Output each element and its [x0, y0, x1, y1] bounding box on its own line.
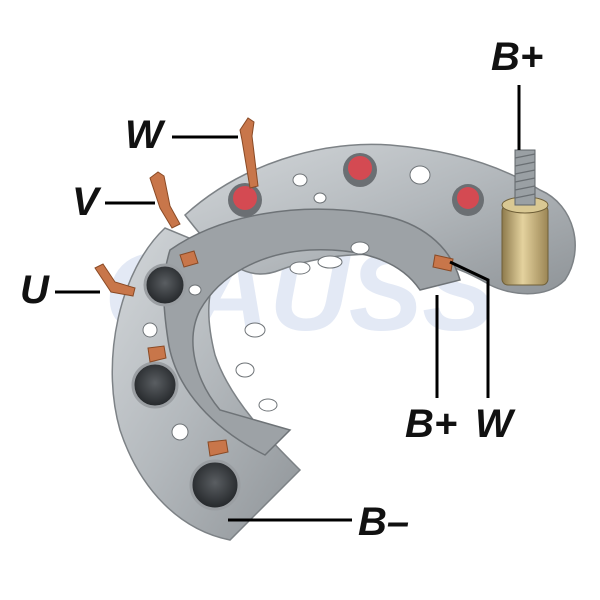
negative-diode: [189, 459, 241, 511]
plate-hole: [142, 322, 158, 338]
label-b-plus-top: B+: [491, 35, 543, 79]
copper-terminal: [179, 250, 199, 268]
leader-w-bottom: [449, 260, 490, 398]
negative-diode: [131, 361, 179, 409]
plate-hole: [313, 192, 327, 204]
copper-terminal-w: [239, 117, 259, 189]
b-plus-stud: [501, 149, 549, 286]
positive-diode: [233, 186, 257, 210]
negative-diodes: [131, 263, 241, 511]
negative-heatsink-plate: [111, 227, 302, 541]
plate-hole: [188, 284, 202, 296]
label-b-plus-bottom: B+: [405, 402, 457, 446]
plate-hole: [235, 362, 255, 378]
copper-terminal: [432, 254, 454, 272]
plate-hole: [292, 173, 308, 187]
copper-terminal: [147, 345, 167, 363]
copper-terminal-v: [149, 171, 181, 229]
plate-hole: [289, 261, 311, 275]
positive-diode: [457, 187, 479, 209]
terminal-board: [163, 208, 461, 456]
positive-diode: [348, 156, 372, 180]
label-w-bottom: W: [475, 402, 516, 446]
plate-hole: [409, 165, 431, 185]
label-u: U: [20, 268, 50, 312]
plate-hole: [350, 241, 370, 255]
plate-hole: [244, 322, 266, 338]
plate-hole: [317, 255, 343, 269]
positive-diodes: [228, 153, 484, 217]
copper-terminal-u: [94, 263, 136, 297]
label-w-top: W: [125, 113, 166, 157]
label-v: V: [72, 180, 102, 224]
copper-terminal: [207, 439, 229, 457]
label-b-minus: B–: [358, 500, 409, 544]
negative-diode: [143, 263, 187, 307]
plate-hole: [258, 398, 278, 412]
plate-hole: [171, 423, 189, 441]
